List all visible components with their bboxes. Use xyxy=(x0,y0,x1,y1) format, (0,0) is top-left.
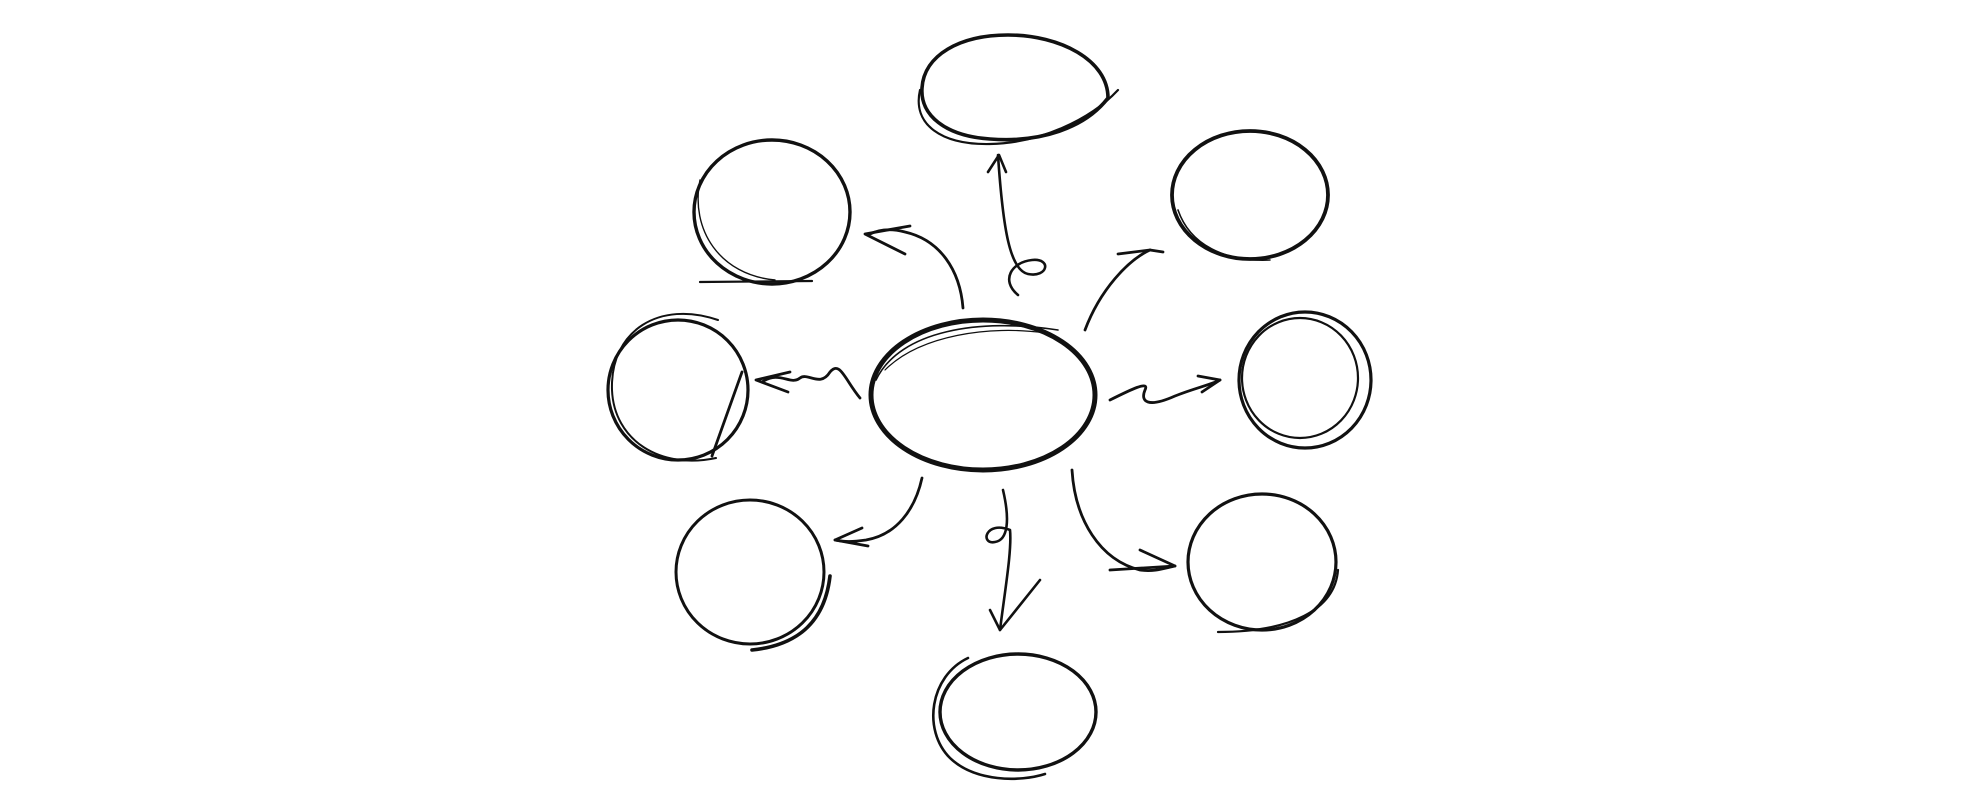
connector-center-bottom-left xyxy=(833,476,924,548)
node-bottom-left xyxy=(674,498,832,652)
node-bottom xyxy=(932,652,1098,781)
connector-center-top-right xyxy=(1083,248,1165,332)
node-left xyxy=(606,312,750,462)
node-top-right xyxy=(1170,129,1330,261)
connector-center-top xyxy=(986,153,1047,297)
central-node xyxy=(868,317,1098,473)
connector-center-top-left xyxy=(863,224,965,310)
node-right xyxy=(1237,310,1373,450)
node-top xyxy=(917,33,1120,146)
connector-center-bottom xyxy=(985,488,1042,632)
connector-center-bottom-right xyxy=(1070,468,1177,572)
connector-center-left xyxy=(754,367,862,400)
node-top-left xyxy=(692,138,852,286)
node-bottom-right xyxy=(1186,492,1340,634)
connector-center-right xyxy=(1108,374,1222,404)
